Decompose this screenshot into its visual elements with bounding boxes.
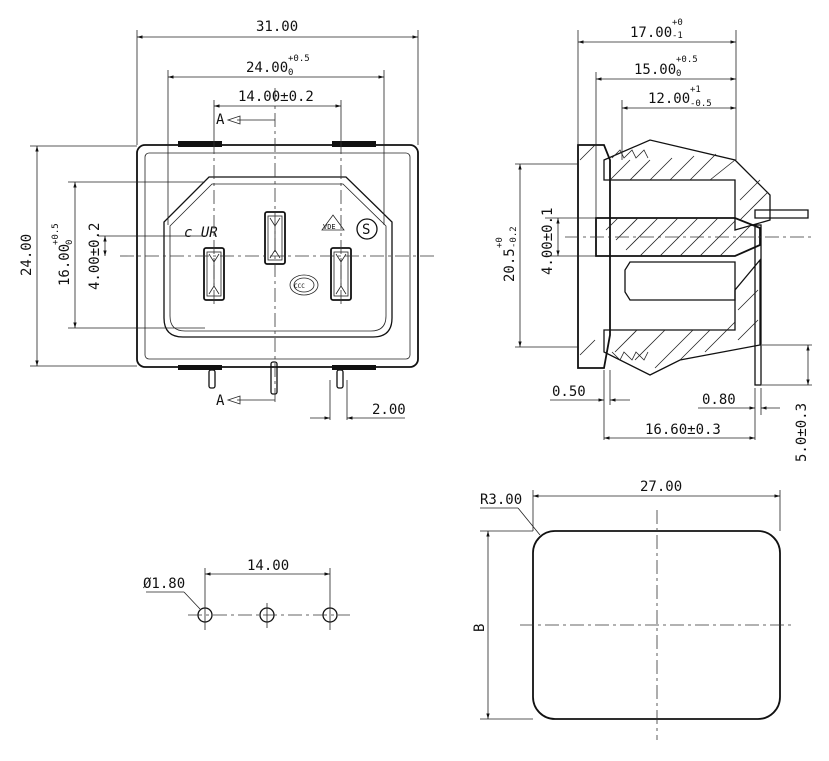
dim-cutout-width: 27.00	[640, 479, 682, 495]
dim-center-4: 4.00±0.1	[540, 208, 556, 275]
dim-terminal-length: 5.0±0.3	[794, 403, 810, 462]
section-mark-bottom-label: A	[216, 393, 225, 409]
ul-mark-text: c UR	[184, 225, 218, 241]
hole-pattern: 14.00 Ø1.80	[143, 558, 350, 630]
side-latch-bottom	[611, 351, 649, 361]
dim-terminal-thickness: 0.80	[702, 392, 736, 408]
top-tab-left	[178, 141, 222, 147]
solder-pin-right	[336, 369, 344, 389]
dim-inner-height-tol-upper: +0.5	[51, 223, 61, 245]
bottom-tab-right	[332, 365, 376, 370]
section-mark-top-label: A	[216, 112, 225, 128]
dim-depth-17: 17.00	[630, 25, 672, 41]
dim-inner-width-tol-lower: 0	[288, 68, 293, 78]
dim-inner-width: 24.00	[246, 60, 288, 76]
section-arrow-top: A	[216, 112, 275, 128]
dim-hole-spacing: 14.00	[247, 558, 289, 574]
dim-corner-radius: R3.00	[480, 492, 522, 508]
dim-cutout-height-label: B	[472, 624, 488, 632]
panel-cutout: 27.00 R3.00 B	[472, 479, 795, 740]
dim-depth-12-tol-upper: +1	[690, 85, 701, 95]
dim-total-length: 16.60±0.3	[645, 422, 721, 438]
ccc-mark-text: CCC	[294, 283, 305, 290]
top-tab-right	[332, 141, 376, 147]
dim-inner-height-tol-lower: 0	[65, 240, 75, 245]
s-mark-icon: S	[356, 218, 378, 240]
dim-depth-15-tol-lower: 0	[676, 69, 681, 79]
inlet-cavity-inner	[169, 183, 387, 332]
side-top-wall	[603, 139, 771, 231]
ccc-mark-icon: CCC	[289, 274, 319, 296]
side-terminal-tab	[754, 209, 809, 219]
inlet-cavity-outer	[163, 176, 393, 338]
ul-mark-icon: c UR	[184, 225, 218, 241]
dim-depth-17-tol-lower: -1	[672, 31, 683, 41]
dim-depth-17-tol-upper: +0	[672, 18, 683, 28]
dim-center-offset: 4.00±0.2	[87, 223, 103, 290]
dim-depth-15: 15.00	[634, 62, 676, 78]
dim-height-20-5-tol-lower: -0.2	[509, 226, 519, 248]
solder-pin-center	[270, 361, 278, 395]
side-front-flange	[577, 144, 611, 369]
side-pin-lower	[624, 261, 736, 301]
dim-height-20-5-tol-upper: +0	[495, 237, 505, 248]
dim-flange: 0.50	[552, 384, 586, 400]
side-view: 17.00 +0 -1 15.00 +0.5 0 12.00 +1 -0.5 2…	[495, 18, 815, 462]
side-terminal	[754, 224, 762, 386]
front-view: c UR VDE S CCC	[19, 19, 435, 420]
dim-overall-height: 24.00	[19, 234, 35, 276]
dim-height-20-5: 20.5	[502, 248, 518, 282]
solder-pin-left	[208, 369, 216, 389]
dim-inner-height: 16.00	[57, 244, 73, 286]
dim-depth-15-tol-upper: +0.5	[676, 55, 698, 65]
dim-inner-width-tol-upper: +0.5	[288, 54, 310, 64]
side-hatching	[579, 144, 769, 369]
dim-pin-spacing: 14.00±0.2	[238, 89, 314, 105]
dim-depth-12: 12.00	[648, 91, 690, 107]
side-latch-top	[611, 149, 649, 159]
dim-overall-width: 31.00	[256, 19, 298, 35]
dim-hole-diameter: Ø1.80	[143, 576, 185, 592]
s-mark-text: S	[362, 222, 370, 238]
bottom-tab-left	[178, 365, 222, 370]
vde-mark-icon: VDE	[321, 214, 345, 231]
dim-pin-width: 2.00	[372, 402, 406, 418]
section-arrow-bottom: A	[216, 393, 275, 409]
dim-depth-12-tol-lower: -0.5	[690, 99, 712, 109]
vde-mark-text: VDE	[323, 223, 336, 231]
